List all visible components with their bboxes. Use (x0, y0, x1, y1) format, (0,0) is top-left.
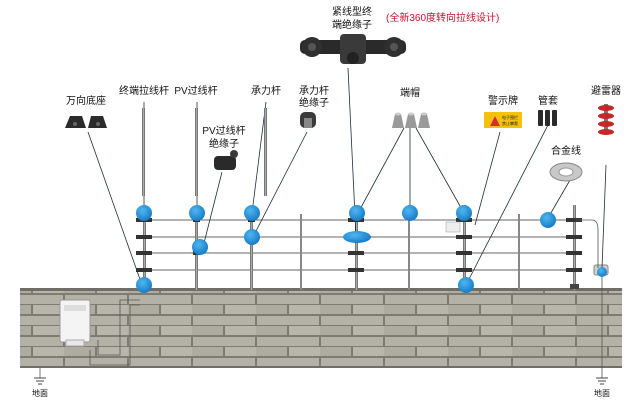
label-new-design-note: (全新360度转向拉线设计) (386, 13, 500, 24)
pv-insulator-image (214, 150, 238, 170)
ground-symbol-icon (34, 377, 608, 385)
label-alloy-wire: 合金线 (551, 146, 581, 157)
end-cap-image (392, 112, 430, 128)
label-sleeve: 管套 (538, 96, 558, 107)
label-terminal-pole: 终端拉线杆 (119, 86, 169, 97)
concrete-wall (20, 288, 622, 368)
sleeve-image (538, 110, 557, 126)
label-end-cap: 端帽 (400, 88, 420, 99)
label-bearing-insulator-1: 承力杆 (299, 86, 329, 97)
universal-base-image (65, 116, 107, 128)
label-universal-base: 万向底座 (66, 96, 106, 107)
sign-line-1: 电子围栏 (502, 114, 518, 120)
fence-warning-sign (445, 221, 461, 233)
label-tight-terminal-insulator-2: 端绝缘子 (332, 20, 372, 31)
label-bearing-pole: 承力杆 (251, 86, 281, 97)
controller-box (59, 299, 91, 347)
label-ground-left: 地面 (32, 389, 48, 398)
tight-terminal-insulator-image (300, 34, 406, 64)
callout-markers (136, 205, 607, 293)
ground-wiring (39, 268, 603, 378)
label-pv-insulator-2: 绝缘子 (209, 139, 239, 150)
label-pv-pass-pole: PV过线杆 (174, 86, 218, 97)
lightning-arrester-image (598, 104, 614, 135)
alloy-wire-spool-image (549, 162, 583, 182)
callout-lines (87, 67, 607, 286)
label-warning-sign: 警示牌 (488, 96, 518, 107)
terminal-pole-image (142, 108, 145, 196)
label-pv-insulator-1: PV过线杆 (202, 126, 246, 137)
pv-pass-pole-image (195, 108, 198, 196)
bearing-pole-image (264, 108, 267, 196)
warning-sign-image: 电子围栏 禁止攀爬 (484, 112, 522, 128)
label-lightning-arrester: 避雷器 (591, 86, 621, 97)
label-tight-terminal-insulator-1: 紧线型终 (332, 7, 372, 18)
label-bearing-insulator-2: 绝缘子 (299, 98, 329, 109)
label-ground-right: 地面 (594, 389, 610, 398)
bearing-insulator-image (300, 112, 316, 128)
sign-line-2: 禁止攀爬 (502, 120, 518, 126)
